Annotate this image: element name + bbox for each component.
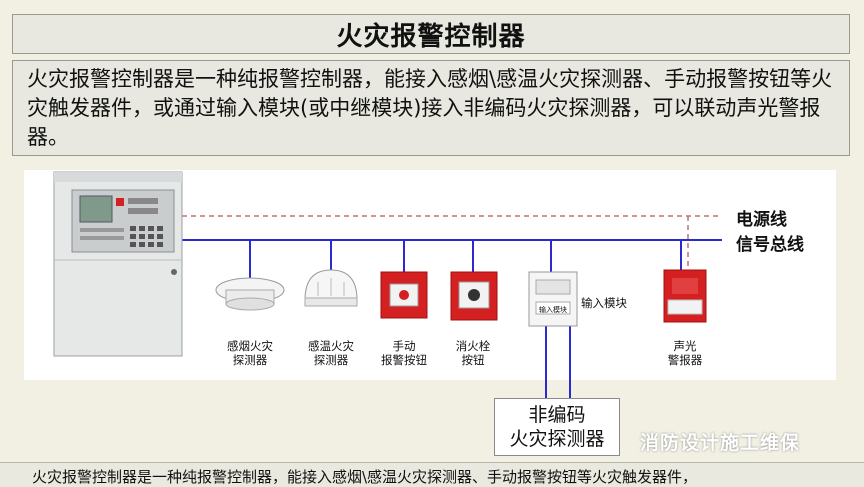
non-coded-line1: 非编码 [528, 404, 586, 426]
manual-call-point-label: 手动报警按钮 [381, 339, 427, 367]
page-title: 火灾报警控制器 [12, 14, 850, 54]
input-module-icon [528, 271, 578, 327]
manual-call-point-icon [380, 271, 428, 319]
hydrant-button-icon [450, 271, 498, 321]
non-coded-line2: 火灾探测器 [509, 428, 605, 450]
power-line-label: 电源线 [736, 210, 787, 230]
sounder-strobe-label: 声光警报器 [667, 339, 703, 367]
heat-detector-icon [304, 269, 358, 307]
watermark: 消防设计施工维保 [640, 432, 801, 454]
smoke-detector-label: 感烟火灾探测器 [227, 339, 273, 367]
signal-bus-label: 信号总线 [736, 235, 804, 255]
smoke-detector-icon [215, 277, 285, 311]
input-module-label: 输入模块 [581, 296, 627, 310]
heat-detector-label: 感温火灾探测器 [308, 339, 354, 367]
caption-strip [0, 462, 864, 487]
non-coded-detector-box: 非编码 火灾探测器 [494, 398, 620, 456]
controller-cabinet [53, 171, 183, 357]
input-module-face-text: 输入模块 [539, 306, 567, 314]
sounder-strobe-icon [663, 269, 707, 323]
hydrant-button-label: 消火栓按钮 [455, 339, 491, 367]
bottom-caption: 火灾报警控制器是一种纯报警控制器，能接入感烟\感温火灾探测器、手动报警按钮等火灾… [32, 468, 698, 486]
description-text: 火灾报警控制器是一种纯报警控制器，能接入感烟\感温火灾探测器、手动报警按钮等火灾… [12, 60, 850, 156]
